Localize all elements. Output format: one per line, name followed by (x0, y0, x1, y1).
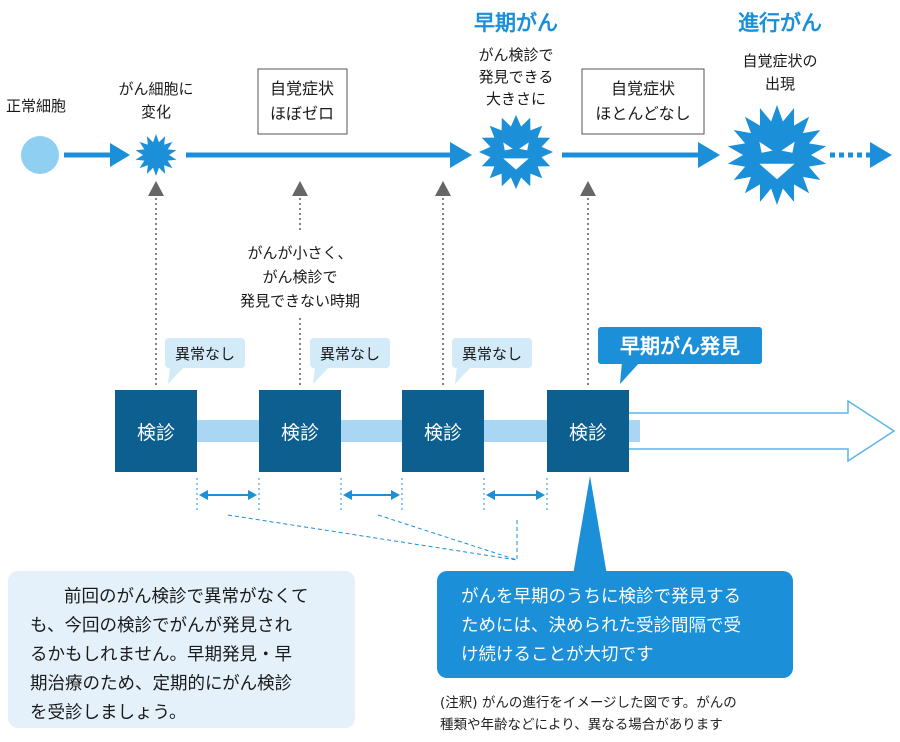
footnote-line-1: (注釈) がんの進行をイメージした図です。がんの (440, 695, 737, 711)
note-left-line-4: 期治療のため、定期的にがん検診 (30, 674, 293, 694)
note-left-line-5: を受診しましょう。 (30, 703, 187, 723)
note-left-panel: 前回のがん検診で異常がなくて も、今回の検診でがんが発見され るかもしれません。… (8, 571, 355, 728)
pointer-arrowhead (292, 181, 308, 196)
undetectable-caption-2: がん検診で (262, 268, 337, 286)
angry-face-icon (503, 142, 529, 170)
result-callout-3: 異常なし (452, 338, 532, 384)
stage-mutation-label-2: 変化 (141, 103, 171, 121)
result-label-1: 異常なし (175, 345, 235, 363)
interval-arrow-3 (486, 490, 545, 500)
pointer-arrowhead (435, 181, 451, 196)
stage-early-title: 早期がん (474, 11, 558, 35)
checkup-pointers (148, 181, 596, 386)
stage-early-caption-1: がん検診で (478, 46, 553, 64)
symptom-box-zero (257, 68, 348, 135)
small-cancer-cell-icon (135, 134, 177, 176)
stage-advanced-title: 進行がん (738, 11, 822, 35)
checkup-label-3: 検診 (424, 422, 462, 444)
stage-normal-label: 正常細胞 (6, 97, 66, 115)
progress-arrowhead (110, 143, 130, 167)
stage-early-caption-2: 発見できる (479, 68, 554, 86)
note-right-line-3: け続けることが大切です (461, 645, 654, 665)
found-callout: 早期がん発見 (598, 327, 762, 384)
interval-arrow-2 (343, 490, 400, 500)
symptom-zero-line-2: ほぼゼロ (270, 104, 334, 123)
interval-arrow-1 (199, 490, 257, 500)
checkup-label-4: 検診 (569, 422, 607, 444)
checkup-box-4: 検診 (547, 390, 629, 472)
symptom-zero-line-1: 自覚症状 (270, 79, 334, 98)
stage-mutation-label-1: がん細胞に (118, 80, 193, 98)
checkup-label-2: 検診 (281, 422, 319, 444)
progress-arrowhead (450, 142, 472, 168)
result-callout-2: 異常なし (310, 338, 390, 384)
pointer-arrowhead (580, 181, 596, 196)
progress-arrowhead (698, 142, 720, 168)
note-right-panel: がんを早期のうちに検診で発見する ためには、決められた受診間隔で受 け続けること… (437, 571, 793, 678)
interval-markers (196, 478, 548, 561)
result-label-3: 異常なし (462, 345, 522, 363)
stage-advanced-caption-1: 自覚症状の (742, 52, 817, 70)
checkup-label-1: 検診 (137, 422, 175, 444)
footnote-line-2: 種類や年齢などにより、異なる場合があります (440, 717, 723, 733)
note-left-line-3: るかもしれません。早期発見・早 (30, 645, 292, 665)
future-hollow-arrow (627, 399, 896, 463)
checkup-box-1: 検診 (115, 390, 197, 472)
undetectable-caption-1: がんが小さく、 (247, 244, 352, 262)
result-label-2: 異常なし (320, 345, 380, 363)
advanced-cancer-cell-icon (727, 105, 827, 205)
note-left-line-1: 前回のがん検診で異常がなくて (64, 587, 309, 607)
undetectable-caption-3: 発見できない時期 (240, 292, 360, 310)
progress-arrowhead (870, 142, 892, 168)
symptom-few-line-2: ほとんどなし (595, 104, 690, 123)
checkup-box-2: 検診 (259, 390, 341, 472)
symptom-box-few (581, 68, 705, 135)
result-callout-1: 異常なし (165, 338, 245, 384)
angry-face-icon (759, 141, 795, 180)
checkup-box-3: 検診 (402, 390, 484, 472)
early-cancer-cell-icon (479, 115, 553, 189)
note-left-line-2: も、今回の検診でがんが発見され (30, 616, 292, 636)
stage-early-caption-3: 大きさに (486, 90, 546, 108)
normal-cell-icon (21, 136, 59, 174)
symptom-few-line-1: 自覚症状 (611, 79, 675, 98)
found-label: 早期がん発見 (620, 334, 740, 358)
progress-arrows (64, 142, 892, 168)
stage-advanced-caption-2: 出現 (765, 75, 795, 93)
pointer-arrowhead (148, 181, 164, 196)
footnote: (注釈) がんの進行をイメージした図です。がんの 種類や年齢などにより、異なる場… (440, 692, 840, 736)
note-right-line-1: がんを早期のうちに検診で発見する (461, 587, 741, 607)
note-right-tail (573, 476, 607, 575)
note-right-line-2: ためには、決められた受診間隔で受 (461, 616, 741, 636)
